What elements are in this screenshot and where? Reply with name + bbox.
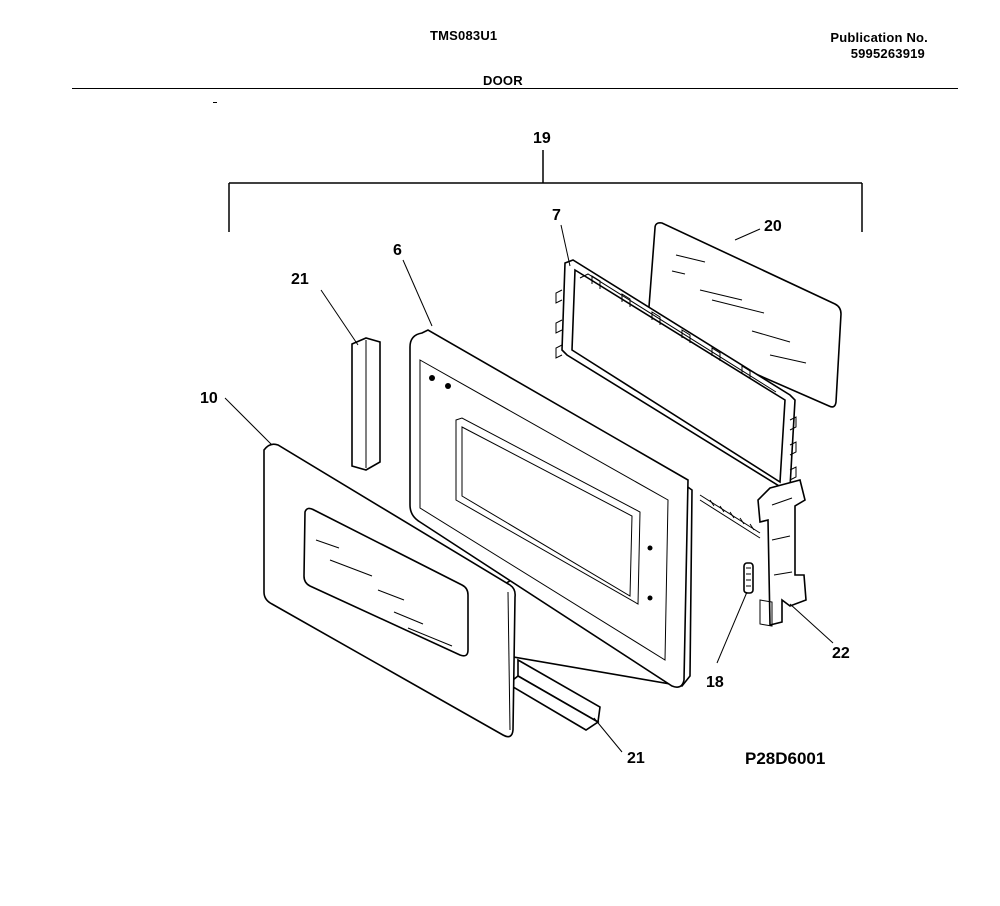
callout-20: 20: [764, 218, 782, 235]
drawing-code: P28D6001: [745, 749, 825, 768]
header-tick: [213, 102, 217, 103]
choke-frame: [555, 259, 797, 539]
outer-panel: [263, 443, 516, 738]
callout-6: 6: [393, 242, 402, 259]
seal-strip-left: [351, 337, 381, 471]
callout-21-left: 21: [291, 271, 309, 288]
callout-18: 18: [706, 674, 724, 691]
leader-lines: [224, 224, 834, 753]
callout-10: 10: [200, 390, 218, 407]
callout-7: 7: [552, 207, 561, 224]
seal-strip-bottom: [506, 658, 601, 731]
assembly-bracket: [228, 150, 863, 232]
callout-21-bottom: 21: [627, 750, 645, 767]
callout-22: 22: [832, 645, 850, 662]
callout-19: 19: [533, 130, 551, 147]
section-title: DOOR: [483, 73, 523, 88]
model-number: TMS083U1: [430, 28, 498, 43]
spring: [743, 562, 754, 594]
publication-label: Publication No.: [830, 30, 928, 45]
publication-number: 5995263919: [850, 46, 925, 61]
latch: [757, 479, 807, 627]
header-rule: [72, 88, 958, 89]
